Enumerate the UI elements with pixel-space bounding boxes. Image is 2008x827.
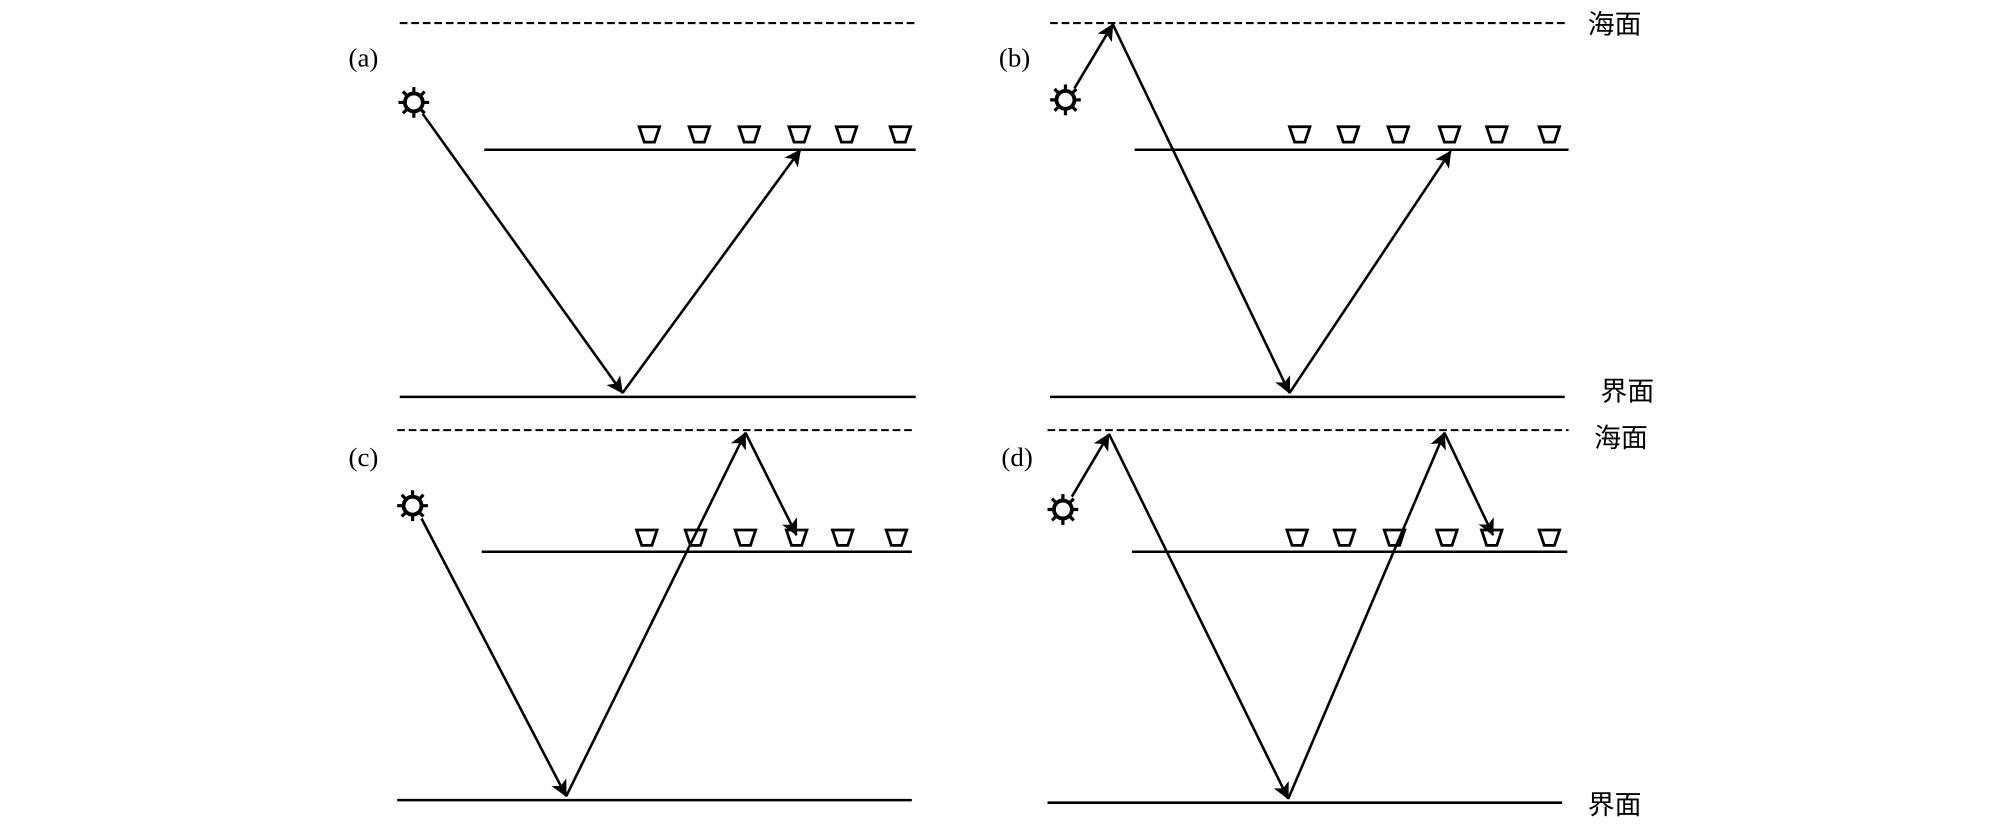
receiver-icon	[1435, 528, 1459, 547]
receiver-icon	[1485, 125, 1509, 144]
interface-label: 界面	[1588, 790, 1642, 821]
panel-label: (a)	[349, 43, 379, 73]
ray-upgoing-segment	[565, 431, 747, 797]
receiver-icon	[1288, 125, 1312, 144]
receiver-icon	[831, 528, 855, 547]
ray-downgoing-segment	[421, 113, 624, 394]
ray-downgoing-segment	[1111, 23, 1291, 394]
ray-downgoing-segment	[420, 517, 568, 798]
source-icon	[1045, 492, 1081, 527]
ray-downgoing-segment	[744, 432, 798, 536]
receiver-icon	[787, 125, 811, 144]
receiver-icon	[884, 528, 909, 547]
receiver-icon	[1285, 528, 1309, 547]
receiver-icon	[1386, 125, 1410, 144]
receiver-icon	[1537, 125, 1562, 144]
source-icon	[395, 488, 430, 523]
ray-upgoing-segment	[1287, 431, 1446, 800]
receiver-icon	[1336, 125, 1361, 144]
panel-label: (b)	[999, 43, 1030, 73]
panel-label: (c)	[349, 442, 379, 472]
ray-upgoing-segment	[1073, 23, 1114, 89]
receiver-icon	[1332, 528, 1357, 547]
source-icon	[1048, 82, 1083, 118]
interface-label: 界面	[1601, 377, 1655, 408]
ray-upgoing-segment	[1288, 150, 1452, 394]
panel-b: (b) 海面 界面	[999, 9, 1654, 407]
receiver-icon	[637, 125, 662, 144]
receiver-icon	[1537, 528, 1562, 547]
ray-upgoing-segment	[621, 149, 802, 394]
receiver-icon	[1437, 125, 1462, 144]
receiver-icon	[737, 125, 761, 144]
panel-c: (c)	[349, 429, 916, 802]
panel-label: (d)	[1001, 442, 1032, 472]
ray-downgoing-segment	[1443, 432, 1495, 536]
receiver-icon	[635, 528, 659, 547]
ray-downgoing-segment	[1107, 433, 1290, 800]
receiver-icon	[888, 125, 912, 144]
receiver-icon	[687, 125, 711, 144]
sea-surface-label: 海面	[1594, 423, 1648, 454]
receiver-icon	[733, 528, 758, 547]
panel-a: (a)	[349, 22, 916, 399]
ray-upgoing-segment	[1070, 433, 1111, 498]
sea-surface-label: 海面	[1588, 9, 1642, 40]
panel-d: (d) 海面 界面	[1001, 423, 1647, 821]
source-icon	[396, 85, 432, 120]
receiver-icon	[834, 125, 859, 144]
